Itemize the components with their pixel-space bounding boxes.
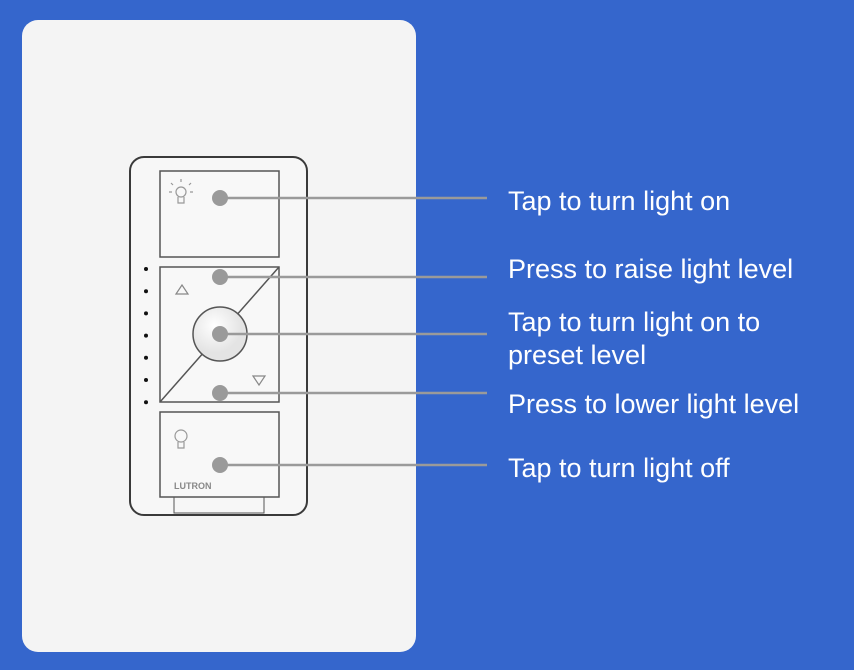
callout-dot	[212, 190, 228, 206]
callout-dot	[212, 269, 228, 285]
bulb-off-icon	[174, 429, 188, 449]
callout-label: Tap to turn light on to	[508, 307, 760, 337]
led-dot	[144, 378, 148, 382]
callout-label: preset level	[508, 340, 646, 370]
bulb-on-icon	[169, 179, 193, 204]
led-dot	[144, 289, 148, 294]
callout-label: Press to lower light level	[508, 389, 799, 419]
lower-arrow-icon	[251, 375, 267, 387]
led-indicators	[144, 267, 148, 405]
led-dot	[144, 267, 148, 271]
led-dot	[144, 355, 148, 360]
callout-dot	[212, 326, 228, 342]
callout-label: Press to raise light level	[508, 254, 793, 284]
callout-on: Tap to turn light on	[212, 186, 730, 216]
on-button[interactable]	[159, 170, 280, 258]
led-dot	[144, 311, 148, 316]
raise-arrow-icon	[174, 283, 190, 295]
callout-raise: Press to raise light level	[212, 254, 793, 285]
led-dot	[144, 333, 148, 338]
led-dot	[144, 400, 148, 405]
callout-lower: Press to lower light level	[212, 385, 799, 419]
callout-label: Tap to turn light on	[508, 186, 730, 216]
callout-dot	[212, 457, 228, 473]
off-button[interactable]	[159, 411, 280, 498]
callout-dot	[212, 385, 228, 401]
callout-off: Tap to turn light off	[212, 453, 730, 483]
callout-label: Tap to turn light off	[508, 453, 730, 483]
brand-logo: LUTRON	[174, 481, 212, 491]
